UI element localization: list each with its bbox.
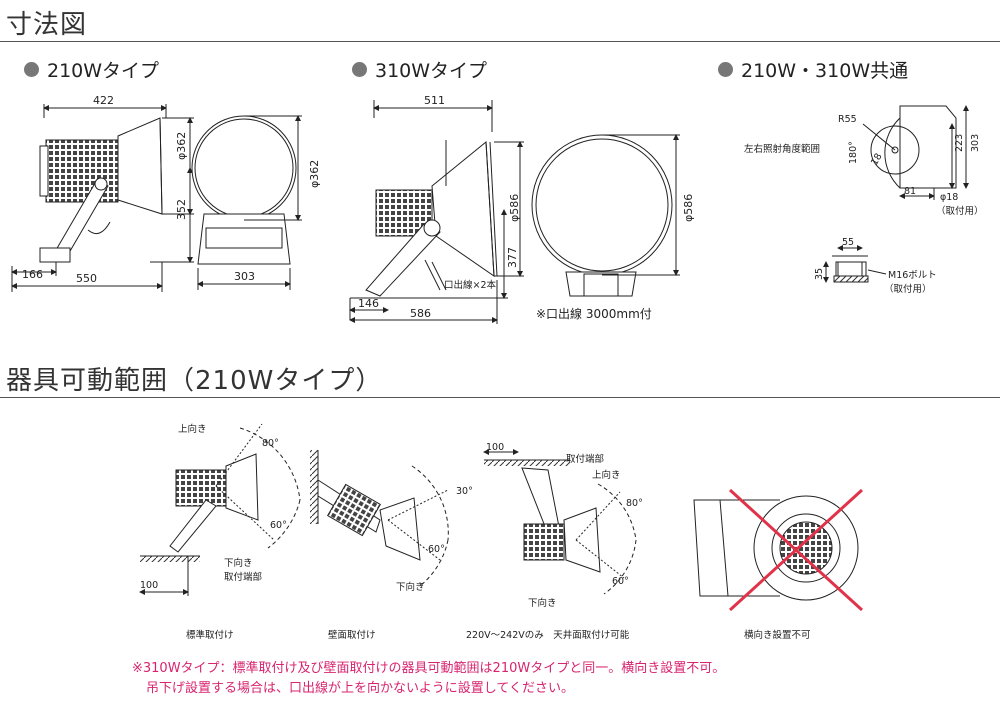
- drawing-210w-front: [191, 115, 302, 290]
- dim-310-diameter-side: φ586: [508, 194, 521, 222]
- common-303: 303: [970, 134, 981, 152]
- common-18: 18: [869, 152, 885, 168]
- std-80: 80°: [262, 438, 279, 449]
- title-rule: [0, 41, 1000, 42]
- note-line-2: 吊下げ設置する場合は、口出線が上を向かないように設置してください。: [146, 681, 574, 696]
- range-wall: [310, 450, 449, 587]
- dim-210-total: 550: [76, 272, 97, 285]
- common-mount2: （取付用）: [884, 283, 932, 295]
- range-title: 器具可動範囲（210Wタイプ）: [6, 366, 383, 396]
- std-60: 60°: [270, 520, 287, 531]
- range-side-not-allowed: [693, 488, 864, 612]
- dimensions-title: 寸法図: [6, 10, 88, 40]
- drawing-310w-front: [531, 134, 680, 297]
- common-angle-label: 左右照射角度範囲: [744, 143, 820, 155]
- common-81: 81: [904, 186, 916, 197]
- caption-side: 横向き設置不可: [744, 629, 811, 641]
- dim-210-base: 166: [22, 268, 43, 281]
- range-standard: [139, 423, 301, 596]
- ceil-down: 下向き: [528, 597, 557, 609]
- range-rule: [0, 397, 1000, 398]
- cable-note: ※口出線 3000mm付: [536, 306, 652, 321]
- dim-310-height: 377: [506, 247, 519, 268]
- std-down: 下向き: [224, 557, 253, 569]
- caption-ceiling: 220V～242Vのみ 天井面取付け可能: [466, 629, 630, 641]
- common-r55: R55: [838, 114, 857, 125]
- ceil-80: 80°: [626, 498, 643, 509]
- dim-310-cable: 口出線×2本: [444, 279, 497, 291]
- std-100: 100: [140, 580, 158, 591]
- dim-310-width: 511: [424, 94, 445, 107]
- drawing-210w-side: [11, 104, 194, 292]
- dim-210-diameter-side: φ362: [175, 132, 188, 160]
- bullet-icon: [352, 62, 367, 77]
- subhead-210w: 210Wタイプ: [24, 56, 159, 83]
- ceil-mount-end: 取付端部: [566, 453, 604, 465]
- bullet-icon: [24, 62, 39, 77]
- dim-310-base: 146: [358, 297, 379, 310]
- caption-standard: 標準取付け: [186, 629, 234, 641]
- ceil-100: 100: [486, 442, 504, 453]
- drawing-310w-side: [349, 100, 524, 324]
- caption-wall: 壁面取付け: [328, 629, 376, 641]
- common-180: 180°: [848, 141, 859, 164]
- subhead-310w: 310Wタイプ: [352, 56, 487, 83]
- common-mount1: （取付用）: [936, 205, 984, 217]
- dim-210-height: 352: [175, 199, 188, 220]
- wall-down: 下向き: [396, 581, 425, 593]
- dim-310-total: 586: [410, 307, 431, 320]
- dim-210-width: 422: [93, 94, 114, 107]
- bullet-icon: [718, 62, 733, 77]
- dim-210-front-width: 303: [234, 270, 255, 283]
- common-bolt: M16ボルト: [888, 270, 937, 281]
- dim-210-diameter-front: φ362: [308, 160, 321, 188]
- common-hole: φ18: [940, 192, 958, 203]
- drawing-common-bracket: [823, 105, 969, 283]
- ceil-60: 60°: [612, 576, 629, 587]
- wall-30: 30°: [456, 486, 473, 497]
- wall-60: 60°: [428, 544, 445, 555]
- common-35: 35: [814, 268, 825, 280]
- note-line-1: ※310Wタイプ：標準取付け及び壁面取付けの器具可動範囲は210Wタイプと同一。…: [132, 661, 726, 676]
- common-55: 55: [842, 237, 854, 248]
- std-up: 上向き: [178, 423, 207, 435]
- common-223: 223: [954, 134, 965, 152]
- subhead-common: 210W・310W共通: [718, 56, 908, 83]
- range-ceiling: [483, 449, 637, 595]
- ceil-up: 上向き: [592, 469, 621, 481]
- std-mount-end: 取付端部: [224, 571, 262, 583]
- dim-310-diameter-front: φ586: [682, 194, 695, 222]
